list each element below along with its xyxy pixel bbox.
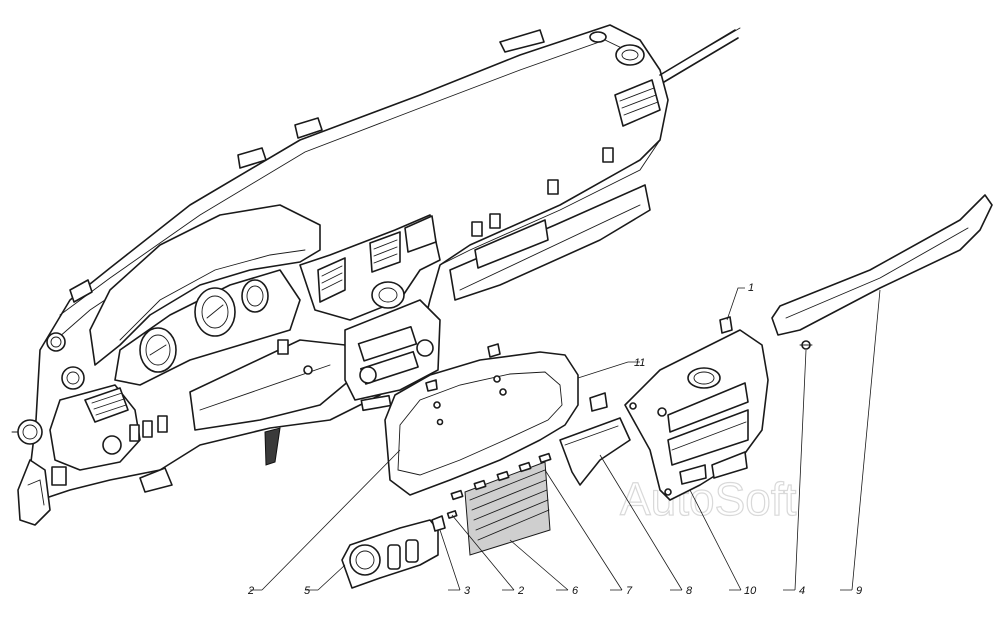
callout-2a: 2 (247, 585, 254, 597)
part-10-console-frame (624, 316, 769, 501)
callout-9: 9 (856, 585, 862, 597)
callout-11: 11 (634, 357, 645, 369)
part-5-switch-panel (341, 515, 446, 589)
part-8-trim-wedge (559, 392, 631, 486)
callout-2b: 2 (517, 585, 524, 597)
callout-4: 4 (799, 585, 805, 597)
watermark: AutoSoft (620, 473, 797, 525)
part-9-long-trim-strip (771, 194, 993, 350)
clips-row (446, 452, 552, 519)
callout-1: 1 (748, 282, 754, 294)
callout-8: 8 (686, 585, 693, 597)
callout-5: 5 (304, 585, 311, 597)
callout-10: 10 (744, 585, 757, 597)
dashboard-main-body (11, 24, 741, 526)
callout-3: 3 (464, 585, 471, 597)
callout-labels: 1 11 2 5 3 2 6 7 8 10 4 9 (247, 282, 862, 597)
part-6-trim-pad (464, 461, 551, 556)
callout-6: 6 (572, 585, 579, 597)
leader-lines (250, 287, 881, 591)
callout-7: 7 (626, 585, 633, 597)
part-11-cluster-bezel (384, 343, 579, 496)
